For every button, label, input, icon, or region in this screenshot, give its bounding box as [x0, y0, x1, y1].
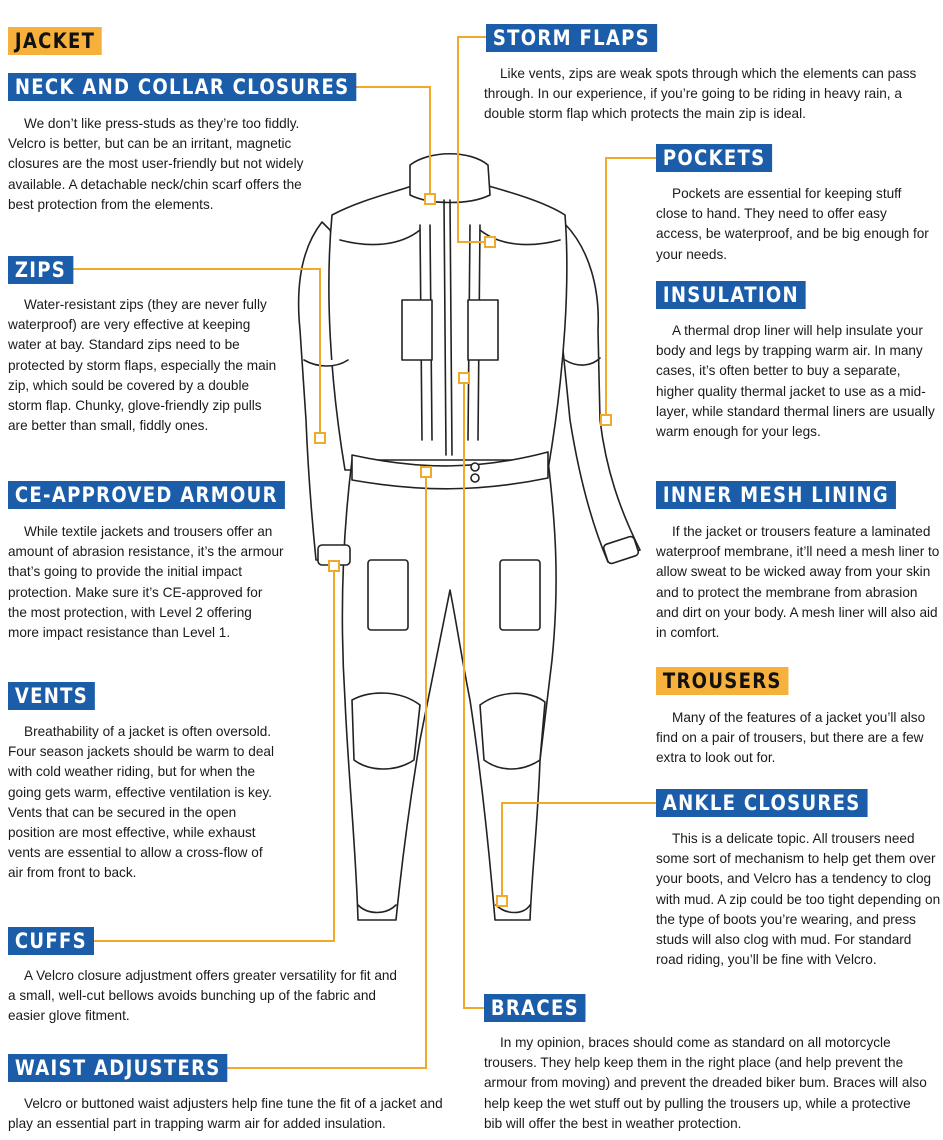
inner-mesh-lining-heading: INNER MESH LINING [656, 481, 896, 509]
ce-approved-armour-heading: CE-APPROVED ARMOUR [8, 481, 285, 509]
insulation-text: A thermal drop liner will help insulate … [656, 323, 935, 440]
trousers-heading: TROUSERS [656, 667, 789, 695]
zips-text: Water-resistant zips (they are never ful… [8, 297, 277, 434]
insulation-heading: INSULATION [656, 281, 806, 309]
leader-waist [194, 472, 427, 1069]
jacket-body [328, 184, 568, 471]
neck-and-collar-closures-heading: NECK AND COLLAR CLOSURES [8, 73, 357, 101]
trousers [341, 459, 557, 921]
vents-heading: VENTS [8, 682, 95, 710]
waist-adjusters-heading: WAIST ADJUSTERS [8, 1054, 228, 1082]
leader-braces [463, 378, 484, 1009]
ankle-closures-heading: ANKLE CLOSURES [656, 789, 868, 817]
pockets-text: Pockets are essential for keeping stuff … [656, 186, 929, 262]
jacket-heading: JACKET [8, 27, 103, 55]
storm-flaps-heading: STORM FLAPS [486, 24, 657, 52]
ce-approved-armour-text: While textile jackets and trousers offer… [8, 524, 284, 641]
trousers-text: Many of the features of a jacket you’ll … [656, 710, 926, 766]
left-hem [357, 904, 397, 914]
zips-heading: ZIPS [8, 256, 73, 284]
cuffs-text: A Velcro closure adjustment offers great… [8, 968, 397, 1024]
pockets-heading: POCKETS [656, 144, 773, 172]
storm-flaps-text: Like vents, zips are weak spots through … [484, 66, 917, 122]
leader-storm [457, 36, 490, 243]
inner-mesh-lining-text: If the jacket or trousers feature a lami… [656, 524, 940, 641]
cuffs-heading: CUFFS [8, 927, 94, 955]
neck-and-collar-closures-text: We don’t like press-studs as they’re too… [8, 116, 304, 212]
collar [409, 152, 491, 204]
leader-ankle [501, 802, 656, 901]
waist-adjusters-text: Velcro or buttoned waist adjusters help … [8, 1096, 443, 1132]
ankle-closures-text: This is a delicate topic. All trousers n… [656, 831, 941, 968]
braces-heading: BRACES [484, 994, 586, 1022]
leader-pockets [605, 157, 656, 420]
leader-zips [62, 268, 321, 438]
waist-belt [351, 451, 549, 490]
leader-cuffs [84, 566, 335, 942]
vents-text: Breathability of a jacket is often overs… [8, 724, 274, 881]
braces-text: In my opinion, braces should come as sta… [484, 1035, 927, 1131]
